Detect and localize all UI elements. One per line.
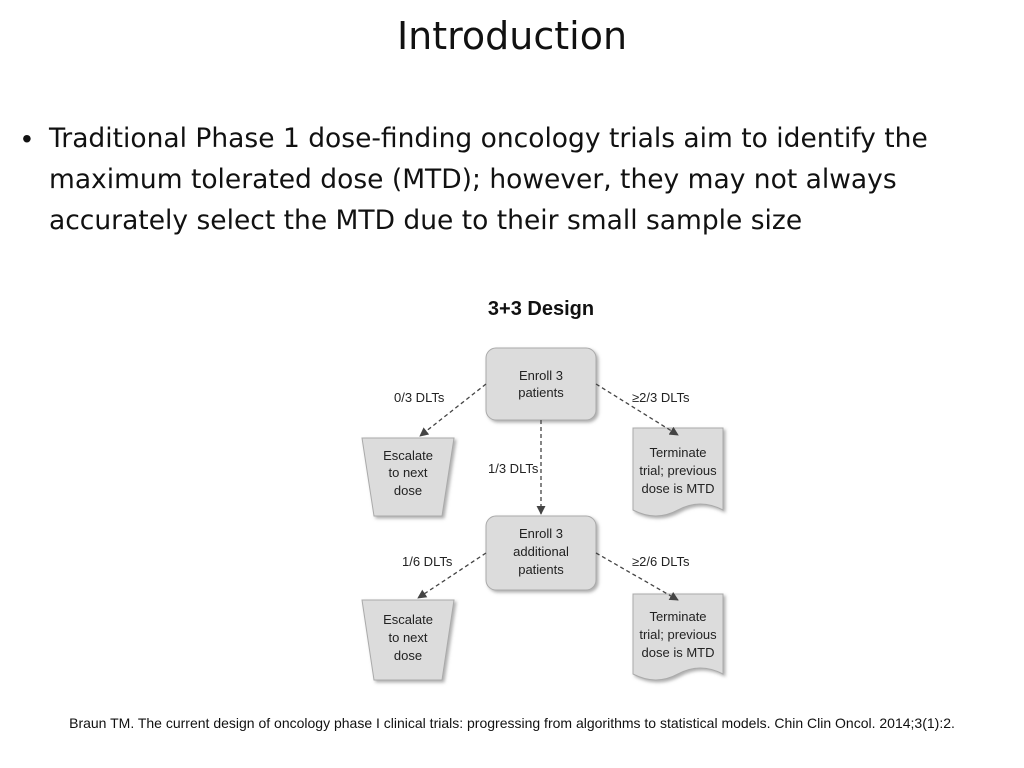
diagram-title: 3+3 Design bbox=[487, 298, 595, 320]
node-enroll-additional-line3: patients bbox=[518, 562, 564, 577]
node-terminate-1-line3: dose is MTD bbox=[642, 481, 715, 496]
node-enroll-3-additional-patients: Enroll 3 additional patients bbox=[485, 515, 597, 591]
node-enroll-3-patients: Enroll 3 patients bbox=[485, 347, 597, 421]
edge-label-1-3-dlts: 1/3 DLTs bbox=[488, 461, 539, 476]
node-terminate-2: Terminate trial; previous dose is MTD bbox=[632, 593, 724, 681]
node-enroll-additional-line2: additional bbox=[513, 544, 569, 559]
bullet-text: Traditional Phase 1 dose-finding oncolog… bbox=[49, 123, 928, 236]
node-escalate-2: Escalate to next dose bbox=[361, 599, 455, 681]
flowchart-3plus3: Enroll 3 patients Escalate to next dose … bbox=[361, 347, 724, 681]
bullet-dot: • bbox=[22, 123, 32, 154]
edge-ge2-6-dlts bbox=[595, 552, 679, 601]
node-terminate-1-line2: trial; previous bbox=[639, 463, 717, 478]
node-enroll-3-patients-line2: patients bbox=[518, 385, 564, 400]
node-escalate-2-line2: to next bbox=[388, 630, 427, 645]
node-escalate-1-line3: dose bbox=[394, 483, 422, 498]
node-escalate-1-line1: Escalate bbox=[383, 448, 433, 463]
node-escalate-1-line2: to next bbox=[388, 465, 427, 480]
edge-label-0-3-dlts: 0/3 DLTs bbox=[394, 390, 445, 405]
node-escalate-2-line3: dose bbox=[394, 648, 422, 663]
node-terminate-1: Terminate trial; previous dose is MTD bbox=[632, 427, 724, 517]
citation: Braun TM. The current design of oncology… bbox=[69, 715, 955, 731]
edge-label-ge2-3-dlts: ≥2/3 DLTs bbox=[632, 390, 690, 405]
node-terminate-1-line1: Terminate bbox=[649, 445, 706, 460]
node-escalate-1: Escalate to next dose bbox=[361, 437, 455, 517]
node-enroll-additional-line1: Enroll 3 bbox=[519, 526, 563, 541]
node-terminate-2-line2: trial; previous bbox=[639, 627, 717, 642]
edge-label-ge2-6-dlts: ≥2/6 DLTs bbox=[632, 554, 690, 569]
node-terminate-2-line1: Terminate bbox=[649, 609, 706, 624]
node-terminate-2-line3: dose is MTD bbox=[642, 645, 715, 660]
edge-ge2-3-dlts bbox=[595, 383, 679, 436]
slide-title: Introduction bbox=[396, 14, 628, 58]
node-escalate-2-line1: Escalate bbox=[383, 612, 433, 627]
edge-0-3-dlts bbox=[419, 383, 487, 437]
node-enroll-3-patients-line1: Enroll 3 bbox=[519, 368, 563, 383]
edge-label-1-6-dlts: 1/6 DLTs bbox=[402, 554, 453, 569]
